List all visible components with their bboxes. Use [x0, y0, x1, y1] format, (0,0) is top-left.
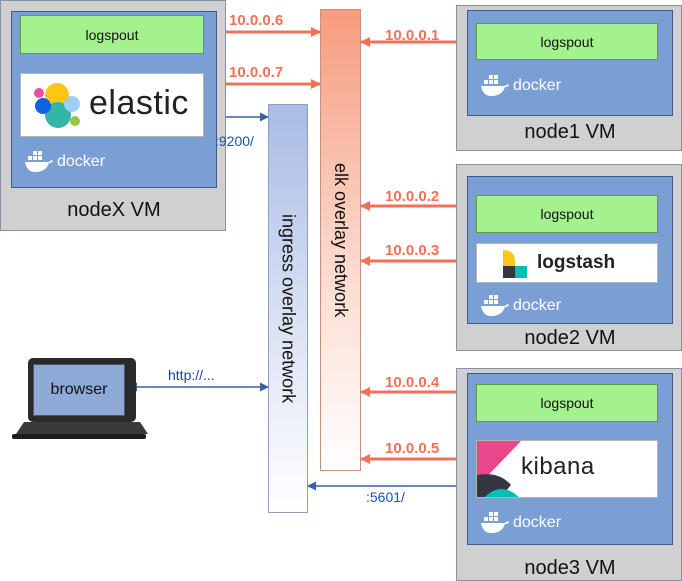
- docker-wordmark: docker: [513, 514, 562, 531]
- node2-docker-host: logspout logstash docker: [467, 176, 673, 324]
- node2-vm: logspout logstash docker node2 VM: [456, 164, 682, 351]
- browser-url-label: http://...: [168, 367, 215, 383]
- nodex-docker-logo: docker: [24, 150, 105, 174]
- logstash-wordmark: logstash: [537, 252, 616, 273]
- node2-logstash-box: logstash: [476, 243, 658, 283]
- node3-vm: logspout kibana docker node3 VM: [456, 368, 682, 581]
- node3-kibana-box: kibana: [476, 440, 658, 498]
- ip-label-node3-logspout: 10.0.0.4: [385, 374, 440, 391]
- ingress-overlay-network-label: ingress overlay network: [278, 213, 299, 404]
- browser-screen: browser: [33, 364, 125, 416]
- ip-label-nodex-elastic: 10.0.0.7: [229, 64, 284, 81]
- docker-whale-icon: [481, 75, 509, 96]
- nodex-vm: logspout elastic docker nodeX VM: [0, 0, 226, 231]
- node2-logspout: logspout: [476, 195, 658, 233]
- docker-whale-icon: [25, 151, 53, 172]
- ip-label-nodex-logspout: 10.0.0.6: [229, 12, 284, 29]
- docker-wordmark: docker: [513, 297, 562, 314]
- ip-label-node3-kibana: 10.0.0.5: [385, 440, 440, 457]
- elk-overlay-network-label: elk overlay network: [331, 162, 351, 318]
- node1-logspout: logspout: [476, 23, 658, 60]
- ip-label-node2-logspout: 10.0.0.2: [385, 188, 440, 205]
- node3-docker-host: logspout kibana docker: [467, 373, 673, 545]
- elk-overlay-network: elk overlay network: [320, 9, 361, 471]
- node1-vm-title: node1 VM: [524, 121, 616, 143]
- port-label-elasticsearch: :9200/: [215, 133, 254, 149]
- node3-docker-logo: docker: [480, 511, 561, 535]
- node1-docker-host: logspout docker: [467, 10, 673, 116]
- docker-whale-icon: [481, 512, 509, 533]
- browser-label: browser: [50, 381, 108, 398]
- node2-vm-title: node2 VM: [524, 327, 616, 349]
- elastic-wordmark: elastic: [89, 84, 189, 122]
- node3-vm-title: node3 VM: [524, 557, 616, 579]
- node1-docker-logo: docker: [480, 74, 561, 98]
- port-label-kibana: :5601/: [366, 489, 405, 505]
- docker-wordmark: docker: [57, 153, 106, 170]
- kibana-wordmark: kibana: [521, 453, 595, 480]
- nodex-logspout: logspout: [20, 15, 204, 54]
- docker-whale-icon: [481, 295, 509, 316]
- elastic-logo-icon: [34, 83, 80, 128]
- kibana-logo-icon: [477, 441, 521, 497]
- node3-logspout: logspout: [476, 384, 658, 422]
- ip-label-node2-logstash: 10.0.0.3: [385, 242, 440, 259]
- nodex-elastic-box: elastic: [20, 73, 204, 137]
- logstash-logo-icon: [503, 250, 527, 278]
- docker-wordmark: docker: [513, 77, 562, 94]
- node2-docker-logo: docker: [480, 294, 561, 318]
- node1-vm: logspout docker node1 VM: [456, 5, 682, 151]
- nodex-docker-host: logspout elastic docker: [11, 11, 217, 188]
- nodex-vm-title: nodeX VM: [67, 199, 161, 221]
- ip-label-node1-logspout: 10.0.0.1: [385, 27, 440, 44]
- ingress-overlay-network: ingress overlay network: [268, 104, 308, 513]
